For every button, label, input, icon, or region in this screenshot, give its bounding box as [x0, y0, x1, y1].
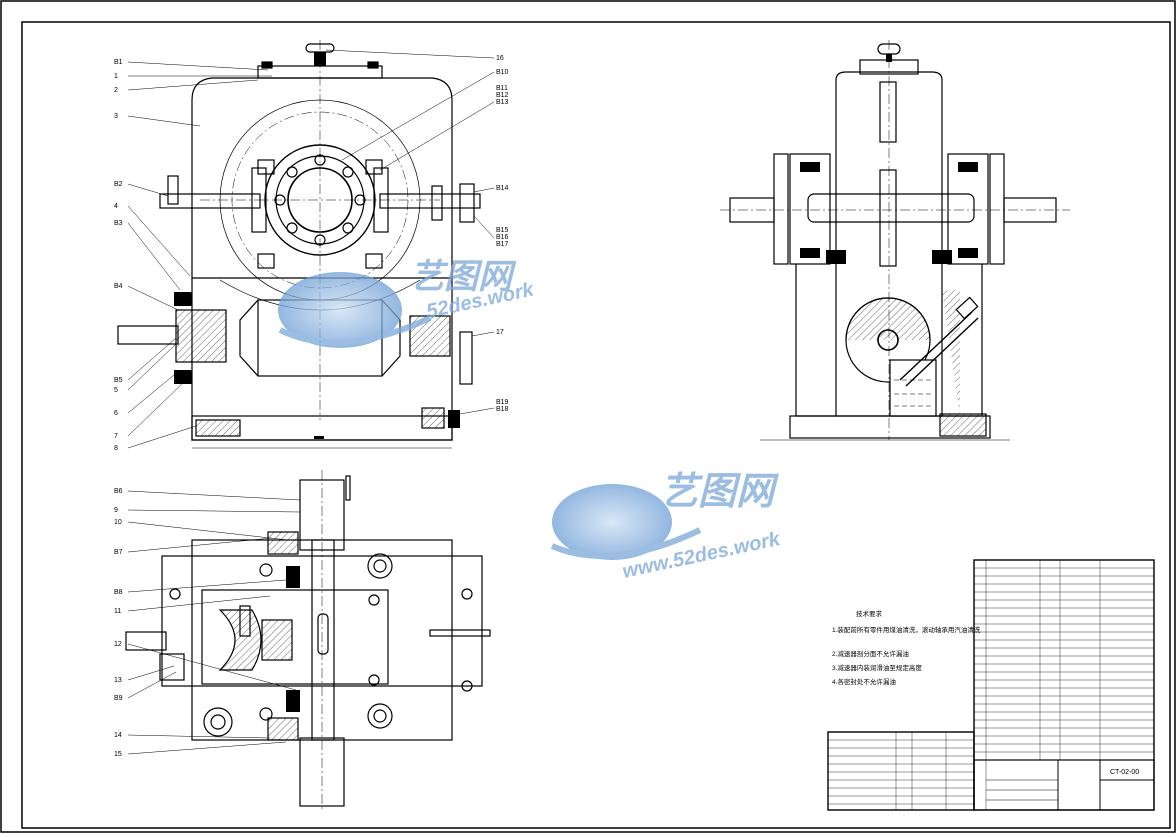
side-view — [720, 40, 1070, 441]
label-B10: B10 — [496, 69, 509, 76]
leader-lines-right — [325, 49, 495, 415]
note-line-2: 2.减速器剖分面不允许漏油 — [832, 649, 909, 658]
label-14: 14 — [114, 732, 122, 739]
label-5: 5 — [114, 387, 118, 394]
label-7: 7 — [114, 433, 118, 440]
label-6: 6 — [114, 410, 118, 417]
label-B17: B17 — [496, 241, 509, 248]
watermark-lower: 艺图网 www.52des.work — [550, 471, 783, 583]
label-1: 1 — [114, 73, 118, 80]
label-16: 16 — [496, 55, 504, 62]
note-line-1: 1.装配前所有零件用煤油清洗，滚动轴承用汽油清洗 — [832, 625, 981, 634]
drawing-number: CT-02-00 — [1110, 769, 1139, 776]
label-9: 9 — [114, 507, 118, 514]
technical-notes: 技术要求 1.装配前所有零件用煤油清洗，滚动轴承用汽油清洗 2.减速器剖分面不允… — [832, 609, 981, 686]
label-B7: B7 — [114, 549, 123, 556]
label-B2: B2 — [114, 181, 123, 188]
front-view — [117, 40, 481, 449]
title-block — [827, 559, 1155, 811]
notes-title: 技术要求 — [856, 609, 883, 618]
label-B6: B6 — [114, 488, 123, 495]
label-2: 2 — [114, 87, 118, 94]
label-10: 10 — [114, 519, 122, 526]
label-B8: B8 — [114, 589, 123, 596]
watermark-brand: 艺图网 — [410, 258, 517, 296]
label-3: 3 — [114, 113, 118, 120]
label-B15: B15 — [496, 227, 509, 234]
top-view — [125, 470, 491, 812]
label-B18: B18 — [496, 406, 509, 413]
label-B4: B4 — [114, 283, 123, 290]
label-17: 17 — [496, 329, 504, 336]
label-11: 11 — [114, 608, 121, 615]
note-line-4: 4.各密封处不允许漏油 — [832, 677, 896, 686]
label-B1: B1 — [114, 59, 123, 66]
globe-logo-icon — [278, 272, 402, 348]
label-B16: B16 — [496, 234, 509, 241]
label-4: 4 — [114, 203, 118, 210]
watermark-brand-2: 艺图网 — [660, 471, 779, 513]
note-line-3: 3.减速器内装润滑油至规定高度 — [832, 663, 922, 672]
label-B14: B14 — [496, 185, 509, 192]
part-labels-right: 16 B10 B11 B12 B13 B14 B15 B16 B17 17 B1… — [496, 55, 509, 413]
label-B13: B13 — [496, 99, 509, 106]
label-13: 13 — [114, 677, 122, 684]
inner-border — [21, 21, 1171, 829]
label-15: 15 — [114, 751, 122, 758]
label-8: 8 — [114, 445, 118, 452]
watermark-upper: 艺图网 52des.work — [278, 258, 536, 348]
globe-logo-icon-2 — [552, 484, 672, 560]
part-labels-left: B1 1 2 3 B2 4 B3 B4 B5 5 6 7 8 B6 9 10 B… — [114, 59, 123, 758]
label-B5: B5 — [114, 377, 123, 384]
label-B12: B12 — [496, 92, 509, 99]
label-12: 12 — [114, 641, 122, 648]
label-B11: B11 — [496, 85, 508, 92]
label-B9: B9 — [114, 695, 123, 702]
label-B3: B3 — [114, 220, 123, 227]
label-B19: B19 — [496, 399, 509, 406]
leader-lines-left — [127, 61, 301, 755]
